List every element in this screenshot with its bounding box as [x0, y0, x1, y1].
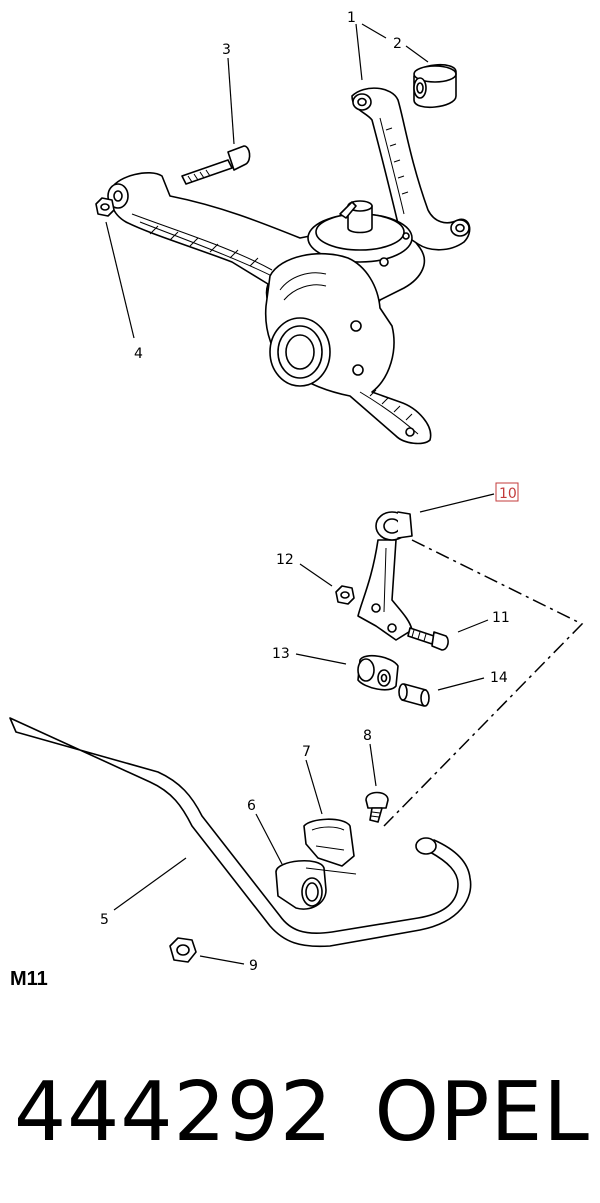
- callout-2: 2: [393, 36, 402, 52]
- callout-10[interactable]: 10: [499, 486, 517, 502]
- callout-11: 11: [492, 610, 510, 626]
- nut-part-12: [335, 585, 355, 605]
- footer: 444292 OPEL: [14, 1058, 590, 1168]
- link-part-10: [357, 511, 413, 641]
- callout-12: 12: [276, 552, 294, 568]
- assembly-line: [383, 539, 584, 827]
- nut-part-9: [169, 937, 197, 963]
- callout-5: 5: [100, 912, 109, 928]
- leader-lines: [105, 23, 495, 965]
- bolt-part-8: [365, 791, 389, 823]
- brand-name: OPEL: [374, 1065, 590, 1160]
- callout-6: 6: [247, 798, 256, 814]
- clamp-part-6: [275, 859, 327, 910]
- callout-7: 7: [302, 744, 311, 760]
- bush-part-2: [413, 63, 457, 109]
- bush-part-7: [303, 818, 357, 875]
- model-code: M11: [10, 968, 48, 990]
- callout-4: 4: [134, 346, 143, 362]
- bush-part-13: [357, 654, 399, 691]
- callout-1: 1: [347, 10, 356, 26]
- callout-9: 9: [249, 958, 258, 974]
- stabilizer-bar-part-5: [9, 717, 472, 948]
- callout-10-highlight: [495, 482, 519, 502]
- trailing-arm-assembly: [107, 87, 471, 445]
- sleeve-part-14: [398, 683, 430, 707]
- callout-13: 13: [272, 646, 290, 662]
- bolt-part-3: [181, 145, 251, 185]
- callout-14: 14: [490, 670, 508, 686]
- callout-8: 8: [363, 728, 372, 744]
- part-number: 444292: [14, 1065, 334, 1160]
- nut-part-4: [95, 197, 115, 217]
- callouts: 1 2 3 4 5 6 7 8 9 10 11 12 13 14: [100, 10, 519, 974]
- callout-3: 3: [222, 42, 231, 58]
- bolt-part-11: [407, 627, 449, 651]
